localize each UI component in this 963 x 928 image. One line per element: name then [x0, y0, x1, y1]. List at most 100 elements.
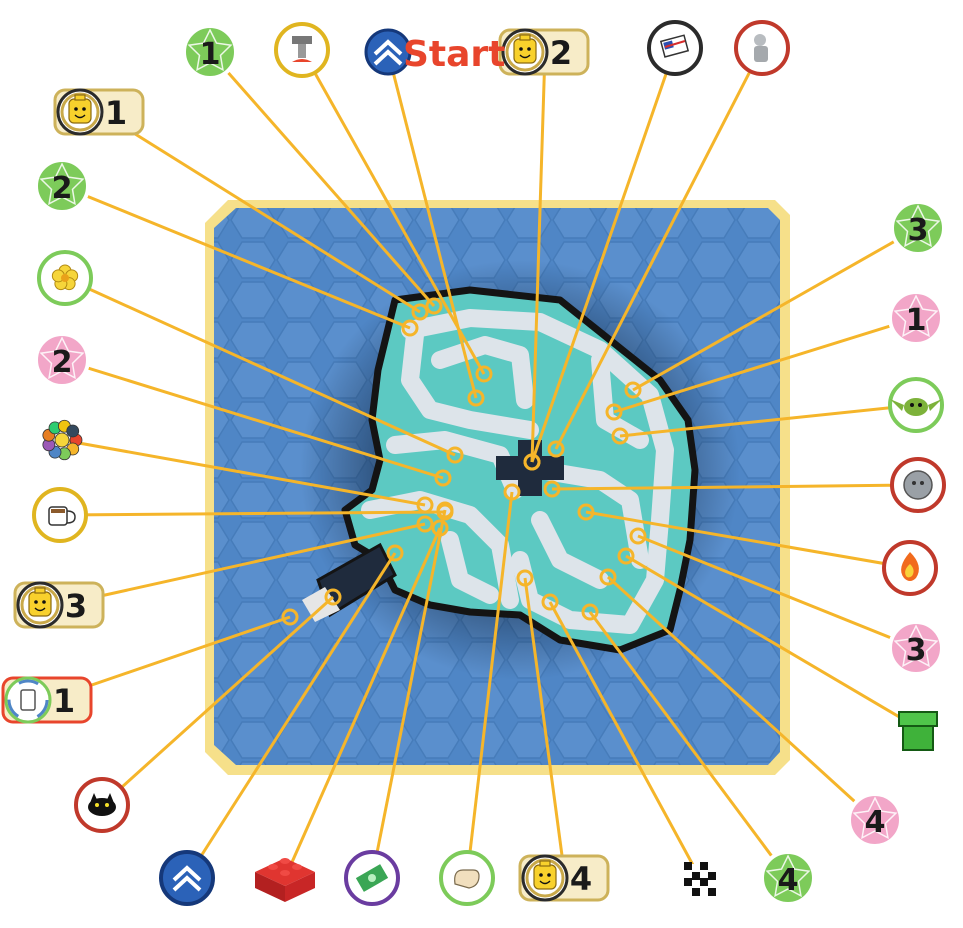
rainbow-brick-icon: [20, 689, 36, 711]
money-badge[interactable]: [344, 850, 400, 906]
hand-badge[interactable]: [439, 850, 495, 906]
connector-line: [465, 491, 514, 879]
flower-badge[interactable]: [37, 250, 93, 306]
connector-line: [185, 552, 397, 879]
pink-star-1-right[interactable]: 1: [888, 290, 944, 346]
map-node[interactable]: [503, 483, 521, 501]
paint-palette-badge[interactable]: [42, 419, 83, 461]
map-node[interactable]: [475, 365, 493, 383]
connector-line: [530, 47, 677, 463]
start-label: Start: [403, 34, 505, 75]
map-node[interactable]: [425, 297, 443, 315]
map-node[interactable]: [434, 469, 452, 487]
connector-line: [61, 358, 444, 480]
stone-statue-icon: [903, 470, 933, 500]
black-cat-icon: [88, 793, 116, 816]
map-node[interactable]: [617, 547, 635, 565]
pink-star-4-right[interactable]: 4: [847, 792, 903, 848]
gold-brick-3-left[interactable]: 3: [13, 581, 105, 629]
stone-head-badge[interactable]: [890, 457, 946, 513]
gold-brick-2-top[interactable]: 2: [498, 28, 590, 76]
flower-icon: [51, 264, 79, 291]
map-node[interactable]: [611, 427, 629, 445]
map-node[interactable]: [599, 568, 617, 586]
bounce-chevron-badge[interactable]: [159, 850, 215, 906]
pink-star-3-right[interactable]: 3: [888, 620, 944, 676]
connector-line: [619, 403, 917, 438]
badge-number: 2: [550, 34, 572, 72]
connector-line: [386, 51, 478, 399]
map-node[interactable]: [446, 446, 464, 464]
badge-number: 1: [906, 303, 927, 338]
connector-line: [99, 110, 421, 314]
map-node[interactable]: [605, 403, 623, 421]
fire-badge[interactable]: [882, 540, 938, 596]
connector-line: [370, 509, 447, 879]
map-node[interactable]: [281, 608, 299, 626]
grey-statue-icon: [754, 34, 768, 62]
green-pipe-icon: [898, 711, 938, 751]
connector-line: [208, 51, 436, 307]
minifig-head-icon: [513, 34, 537, 64]
pink-star-2-left[interactable]: 2: [34, 332, 90, 388]
connector-line: [632, 226, 919, 392]
map-node[interactable]: [431, 519, 449, 537]
map-node[interactable]: [624, 381, 642, 399]
connector-line: [59, 522, 426, 607]
map-node[interactable]: [516, 569, 534, 587]
map-node[interactable]: [386, 544, 404, 562]
map-node[interactable]: [401, 319, 419, 337]
red-brick-badge[interactable]: [255, 858, 315, 902]
map-node[interactable]: [411, 303, 429, 321]
gold-brick-1-top[interactable]: 1: [53, 88, 145, 136]
flag-badge[interactable]: [647, 20, 703, 76]
green-star-2-left[interactable]: 2: [34, 158, 90, 214]
fire-icon: [901, 552, 919, 581]
statue-badge[interactable]: [734, 20, 790, 76]
connector-line: [523, 577, 567, 879]
connector-line: [625, 554, 919, 730]
start-chevron-icon: [373, 39, 403, 66]
flag-icon: [659, 34, 690, 58]
map-node[interactable]: [324, 588, 342, 606]
connector-line: [61, 184, 411, 330]
map-node[interactable]: [543, 480, 561, 498]
yoda-icon: [890, 398, 942, 416]
map-node[interactable]: [577, 503, 595, 521]
map-node[interactable]: [467, 389, 485, 407]
start-badge[interactable]: [364, 28, 412, 76]
badge-number: 4: [570, 860, 592, 898]
connector-line: [530, 51, 547, 463]
map-node[interactable]: [523, 453, 541, 471]
map-node[interactable]: [629, 527, 647, 545]
rainbow-brick-1[interactable]: 1: [1, 676, 93, 724]
connector-line: [613, 316, 917, 414]
coffee-cup-badge[interactable]: [32, 487, 88, 543]
gold-brick-4-bottom[interactable]: 4: [518, 854, 610, 902]
green-star-4-bottom[interactable]: 4: [760, 850, 816, 906]
map-node[interactable]: [436, 501, 454, 519]
green-star-1-top[interactable]: 1: [182, 24, 238, 80]
map-node[interactable]: [416, 515, 434, 533]
warp-pipe-badge[interactable]: [898, 711, 938, 751]
green-star-3-right[interactable]: 3: [890, 200, 946, 256]
connector-line: [554, 47, 764, 450]
coffee-cup-icon: [48, 506, 76, 526]
map-node[interactable]: [416, 496, 434, 514]
checkered-flag-badge[interactable]: [682, 860, 718, 896]
yoda-badge[interactable]: [888, 377, 944, 433]
badge-number: 1: [105, 94, 127, 132]
jackhammer-badge[interactable]: [274, 22, 330, 78]
connector-line: [548, 601, 702, 879]
badge-number: 1: [53, 682, 75, 720]
map-node[interactable]: [541, 593, 559, 611]
checkered-flag-icon: [684, 862, 716, 896]
connector-line: [100, 595, 335, 807]
connector-line: [283, 527, 442, 879]
color-palette-icon: [42, 419, 83, 461]
black-cat-badge[interactable]: [74, 777, 130, 833]
map-node[interactable]: [547, 440, 565, 458]
map-node[interactable]: [581, 603, 599, 621]
